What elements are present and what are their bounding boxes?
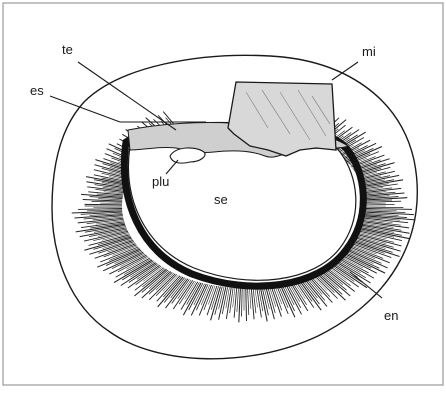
hair-stroke — [250, 288, 251, 309]
leader-es — [50, 96, 120, 122]
label-te: te — [62, 42, 73, 57]
hair-stroke — [366, 210, 397, 211]
hair-stroke — [363, 180, 404, 187]
leader-mi — [332, 62, 358, 80]
hair-stroke — [239, 288, 241, 322]
hair-stroke — [149, 274, 175, 300]
hair-stroke — [93, 238, 131, 249]
label-es: es — [30, 83, 44, 98]
label-mi: mi — [362, 44, 376, 59]
hair-stroke — [366, 212, 414, 215]
hair-stroke — [366, 209, 412, 210]
hair-stroke — [246, 288, 247, 321]
hair-stroke — [204, 285, 213, 310]
hair-stroke — [211, 287, 221, 321]
label-en: en — [384, 308, 398, 323]
hair-stroke — [366, 201, 401, 202]
hair-stroke — [98, 230, 127, 236]
leader-en — [350, 272, 382, 298]
hair-stroke — [91, 201, 122, 202]
label-plu: plu — [152, 174, 169, 189]
leader-te — [78, 62, 176, 130]
hair-stroke — [248, 288, 249, 315]
hair-stroke — [242, 288, 243, 317]
hair-stroke — [98, 199, 122, 200]
label-se: se — [214, 192, 228, 207]
hair-stroke — [237, 288, 239, 312]
hair-stroke — [78, 209, 122, 210]
